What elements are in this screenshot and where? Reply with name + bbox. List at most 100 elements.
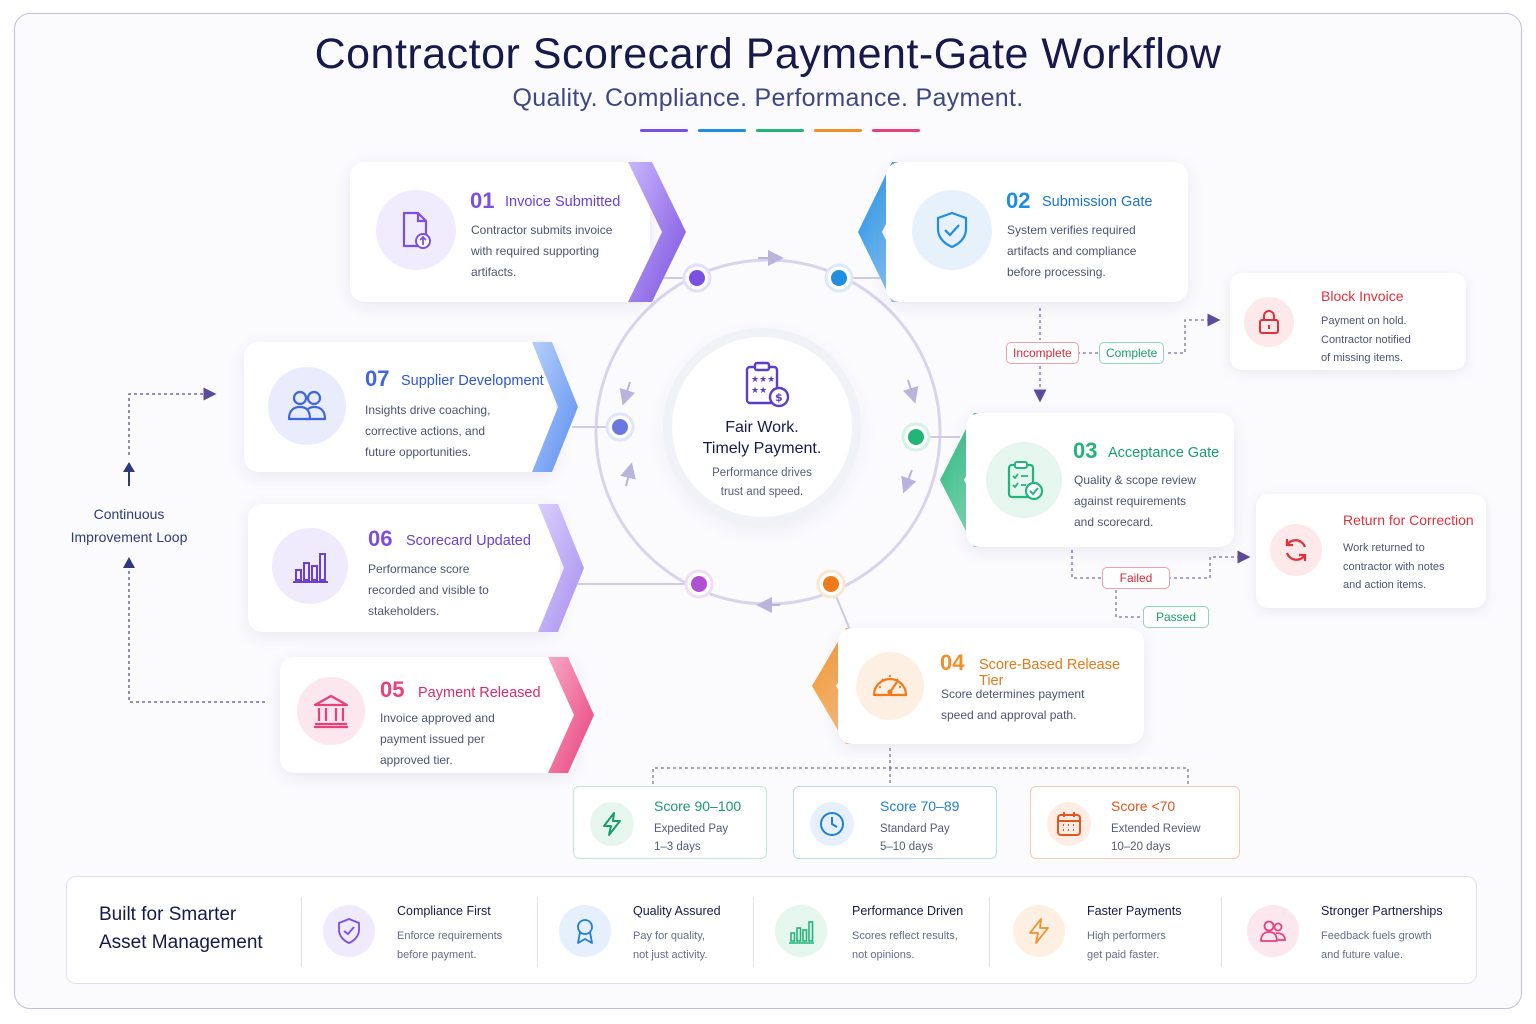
block-line1: Payment on hold. <box>1321 315 1407 327</box>
center-line2: Timely Payment. <box>702 440 822 457</box>
footer-compliance-line2: before payment. <box>397 949 477 961</box>
footer-panel: Built for Smarter Asset Management Compl… <box>66 876 1477 984</box>
step-03-line2: against requirements <box>1074 494 1187 508</box>
footer-item-quality: Quality Assured Pay for quality, not jus… <box>539 877 769 985</box>
step-03-description: Quality & scope review against requireme… <box>1074 470 1196 533</box>
step-06-chevron <box>538 504 584 632</box>
gate3-line-passed <box>1115 590 1143 618</box>
footer-performance-icon-circle <box>775 905 827 957</box>
node-04-dot <box>823 576 839 592</box>
tier-extended-days: 10–20 days <box>1111 841 1171 853</box>
scorecard-payment-icon: ★★★ ★★ $ <box>745 361 790 408</box>
step-05-chevron <box>548 657 594 773</box>
step-07-line1: Insights drive coaching, <box>365 403 491 417</box>
calendar-icon <box>1057 812 1081 836</box>
accent-bar-green <box>756 129 804 132</box>
center-hub: ★★★ ★★ $ Fair Work. Timely Payment. Perf… <box>672 337 852 517</box>
step-05-number: 05 <box>380 677 405 702</box>
step-07-line3: future opportunities. <box>365 445 472 459</box>
step-04-icon-circle <box>856 652 924 720</box>
people-icon <box>287 390 327 421</box>
ring-arrow-right <box>902 379 919 404</box>
step-06-line1: Performance score <box>368 562 470 576</box>
gate2-arrow-to-block <box>1168 313 1221 354</box>
footer-compliance-icon-circle <box>323 905 375 957</box>
block-icon-circle <box>1244 297 1294 347</box>
complete-tag: Complete <box>1099 342 1165 364</box>
tier-expedited-title: Score 90–100 <box>654 798 742 814</box>
award-ribbon-icon <box>577 919 593 944</box>
passed-tag: Passed <box>1143 606 1209 628</box>
return-line3: and action items. <box>1343 579 1427 591</box>
step-06-title: Scorecard Updated <box>406 533 531 549</box>
step-03-line3: and scorecard. <box>1074 515 1154 529</box>
tier-expedited-pay: Expedited Pay <box>654 823 729 835</box>
footer-quality-icon-circle <box>559 905 611 957</box>
tier-standard-pay: Standard Pay <box>880 823 950 835</box>
tier-standard-details: Standard Pay 5–10 days <box>880 820 950 856</box>
step-03-number: 03 <box>1073 438 1098 463</box>
step-01-icon-circle <box>376 190 456 270</box>
footer-divider <box>1221 897 1222 967</box>
step-02-description: System verifies required artifacts and c… <box>1007 220 1136 283</box>
tier-extended-title: Score <70 <box>1111 798 1176 814</box>
incomplete-tag: Incomplete <box>1006 342 1079 364</box>
tier-extended-pay: Extended Review <box>1111 823 1201 835</box>
footer-performance-line1: Scores reflect results, <box>852 930 958 942</box>
footer-partnerships-line2: and future value. <box>1321 949 1403 961</box>
ring-arrow-left-lower <box>620 462 636 487</box>
step-06-icon-circle <box>272 528 348 604</box>
accent-bar-orange <box>814 129 862 132</box>
node-01-dot <box>689 270 705 286</box>
loop-line1: Continuous <box>93 506 165 522</box>
return-correction-card: Return for Correction Work returned to c… <box>1256 494 1486 608</box>
accent-bar-purple <box>640 129 688 132</box>
return-correction-description: Work returned to contractor with notes a… <box>1343 539 1445 595</box>
tier-standard-icon-circle <box>810 802 854 846</box>
tier-branch-line <box>652 767 1189 784</box>
center-caption: Performance drives trust and speed. <box>672 464 852 502</box>
step-07-chevron <box>532 342 578 472</box>
step-07-title: Supplier Development <box>401 373 544 389</box>
page-title: Contractor Scorecard Payment-Gate Workfl… <box>314 30 1222 78</box>
gate3-arrow-to-return <box>1168 550 1251 579</box>
step-01-description: Contractor submits invoice with required… <box>471 220 612 283</box>
ring-arrow-right-lower <box>901 469 917 494</box>
page-subtitle: Quality. Compliance. Performance. Paymen… <box>512 84 1024 112</box>
step-07-card: 07 Supplier Development Insights drive c… <box>244 342 556 472</box>
step-02-line3: before processing. <box>1007 265 1106 279</box>
footer-quality-line1: Pay for quality, <box>633 930 705 942</box>
node-02-dot <box>831 270 847 286</box>
footer-performance-title: Performance Driven <box>852 904 964 918</box>
step-02-line1: System verifies required <box>1007 223 1136 237</box>
center-line1: Fair Work. <box>725 419 799 436</box>
step-06-number: 06 <box>368 526 393 551</box>
center-heading: Fair Work. Timely Payment. <box>672 417 852 459</box>
step-05-description: Invoice approved and payment issued per … <box>380 708 495 771</box>
improvement-loop-label: Continuous Improvement Loop <box>60 503 198 549</box>
step-07-line2: corrective actions, and <box>365 424 486 438</box>
loop-line-top <box>128 387 217 455</box>
step-03-card: 03 Acceptance Gate Quality & scope revie… <box>966 413 1234 547</box>
step-07-icon-circle <box>268 367 346 445</box>
loop-line-bottom <box>128 570 265 703</box>
loop-arrow-up-head <box>123 462 135 472</box>
footer-item-compliance: Compliance First Enforce requirements be… <box>303 877 533 985</box>
shield-check-icon <box>936 211 968 249</box>
step-01-card: 01 Invoice Submitted Contractor submits … <box>350 162 650 302</box>
step-01-line1: Contractor submits invoice <box>471 223 613 237</box>
footer-faster-title: Faster Payments <box>1087 904 1182 918</box>
loop-line2: Improvement Loop <box>70 529 188 545</box>
step-01-title: Invoice Submitted <box>505 194 621 210</box>
lightning-icon <box>603 812 621 836</box>
footer-quality-title: Quality Assured <box>633 904 721 918</box>
block-invoice-title: Block Invoice <box>1321 288 1404 304</box>
shield-check-icon <box>338 918 360 944</box>
step-04-description: Score determines payment speed and appro… <box>941 684 1084 726</box>
node-06-dot <box>691 576 707 592</box>
footer-divider <box>301 897 302 967</box>
tier-standard-title: Score 70–89 <box>880 798 960 814</box>
footer-divider <box>989 897 990 967</box>
step-06-description: Performance score recorded and visible t… <box>368 559 489 622</box>
step-06-card: 06 Scorecard Updated Performance score r… <box>248 504 560 632</box>
